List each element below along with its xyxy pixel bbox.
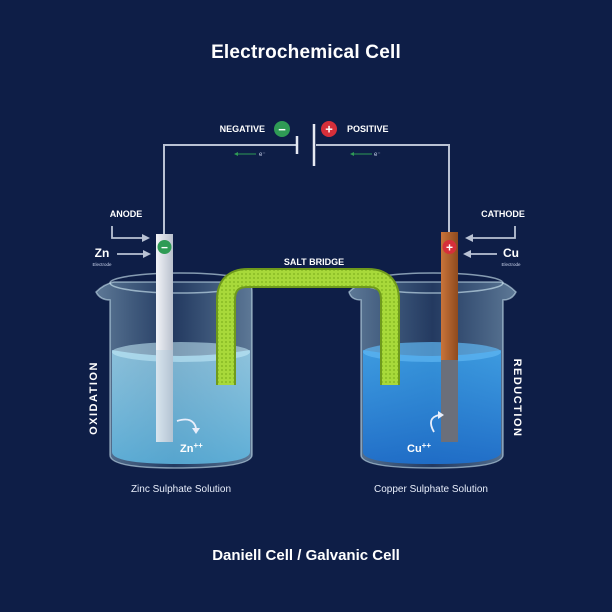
battery-symbol	[295, 124, 316, 166]
anode-negative-icon	[157, 240, 172, 254]
electron-flow-left: e⁻	[234, 152, 266, 158]
positive-label: POSITIVE	[347, 124, 389, 134]
electron-label-right: e⁻	[374, 152, 381, 158]
anode-metal: Zn	[95, 246, 110, 260]
anode-pointer-arrowhead	[142, 234, 150, 242]
zn-pointer-arrowhead	[143, 250, 151, 258]
zn-ion-arrow	[176, 418, 197, 429]
cathode-pointer-arrow	[473, 226, 516, 239]
negative-sign: −	[278, 122, 286, 137]
negative-label: NEGATIVE	[220, 124, 265, 134]
external-wire	[163, 144, 450, 240]
anode-electrode-caption: Electrode	[92, 262, 112, 267]
cu-ion-arrow	[430, 414, 440, 433]
oxidation-label: OXIDATION	[88, 361, 100, 435]
zinc-sulphate-solution	[112, 350, 250, 464]
diagram-title: Electrochemical Cell	[211, 42, 401, 63]
salt-bridge-label: SALT BRIDGE	[284, 257, 344, 267]
positive-terminal-icon	[321, 121, 337, 137]
cathode-label: CATHODE	[481, 209, 525, 219]
copper-solution-label: Copper Sulphate Solution	[374, 484, 488, 495]
cu-ion-label: Cu++	[407, 441, 431, 455]
cathode-sign: +	[446, 241, 453, 255]
copper-electrode	[441, 232, 458, 442]
cathode-metal: Cu	[503, 246, 519, 260]
anode-sign: −	[161, 241, 168, 255]
reduction-label: REDUCTION	[511, 359, 523, 438]
electron-label-left: e⁻	[259, 152, 266, 158]
anode-pointer-arrow	[111, 226, 142, 239]
zn-ion-arrowhead	[192, 428, 200, 434]
zinc-electrode	[156, 234, 173, 442]
zinc-solution-label: Zinc Sulphate Solution	[131, 484, 231, 495]
positive-sign: +	[325, 122, 333, 137]
right-beaker	[348, 272, 517, 469]
zn-ion-label: Zn++	[180, 441, 203, 455]
electron-flow-right: e⁻	[350, 152, 381, 158]
footer-caption: Daniell Cell / Galvanic Cell	[212, 547, 400, 564]
salt-bridge-tube	[216, 268, 400, 385]
cathode-electrode-caption: Electrode	[501, 262, 521, 267]
cathode-positive-icon	[442, 240, 457, 254]
cathode-pointer-arrowhead	[465, 234, 473, 242]
cu-ion-arrowhead	[438, 411, 444, 419]
cu-pointer-arrowhead	[463, 250, 471, 258]
anode-label: ANODE	[110, 209, 143, 219]
negative-terminal-icon	[274, 121, 290, 137]
